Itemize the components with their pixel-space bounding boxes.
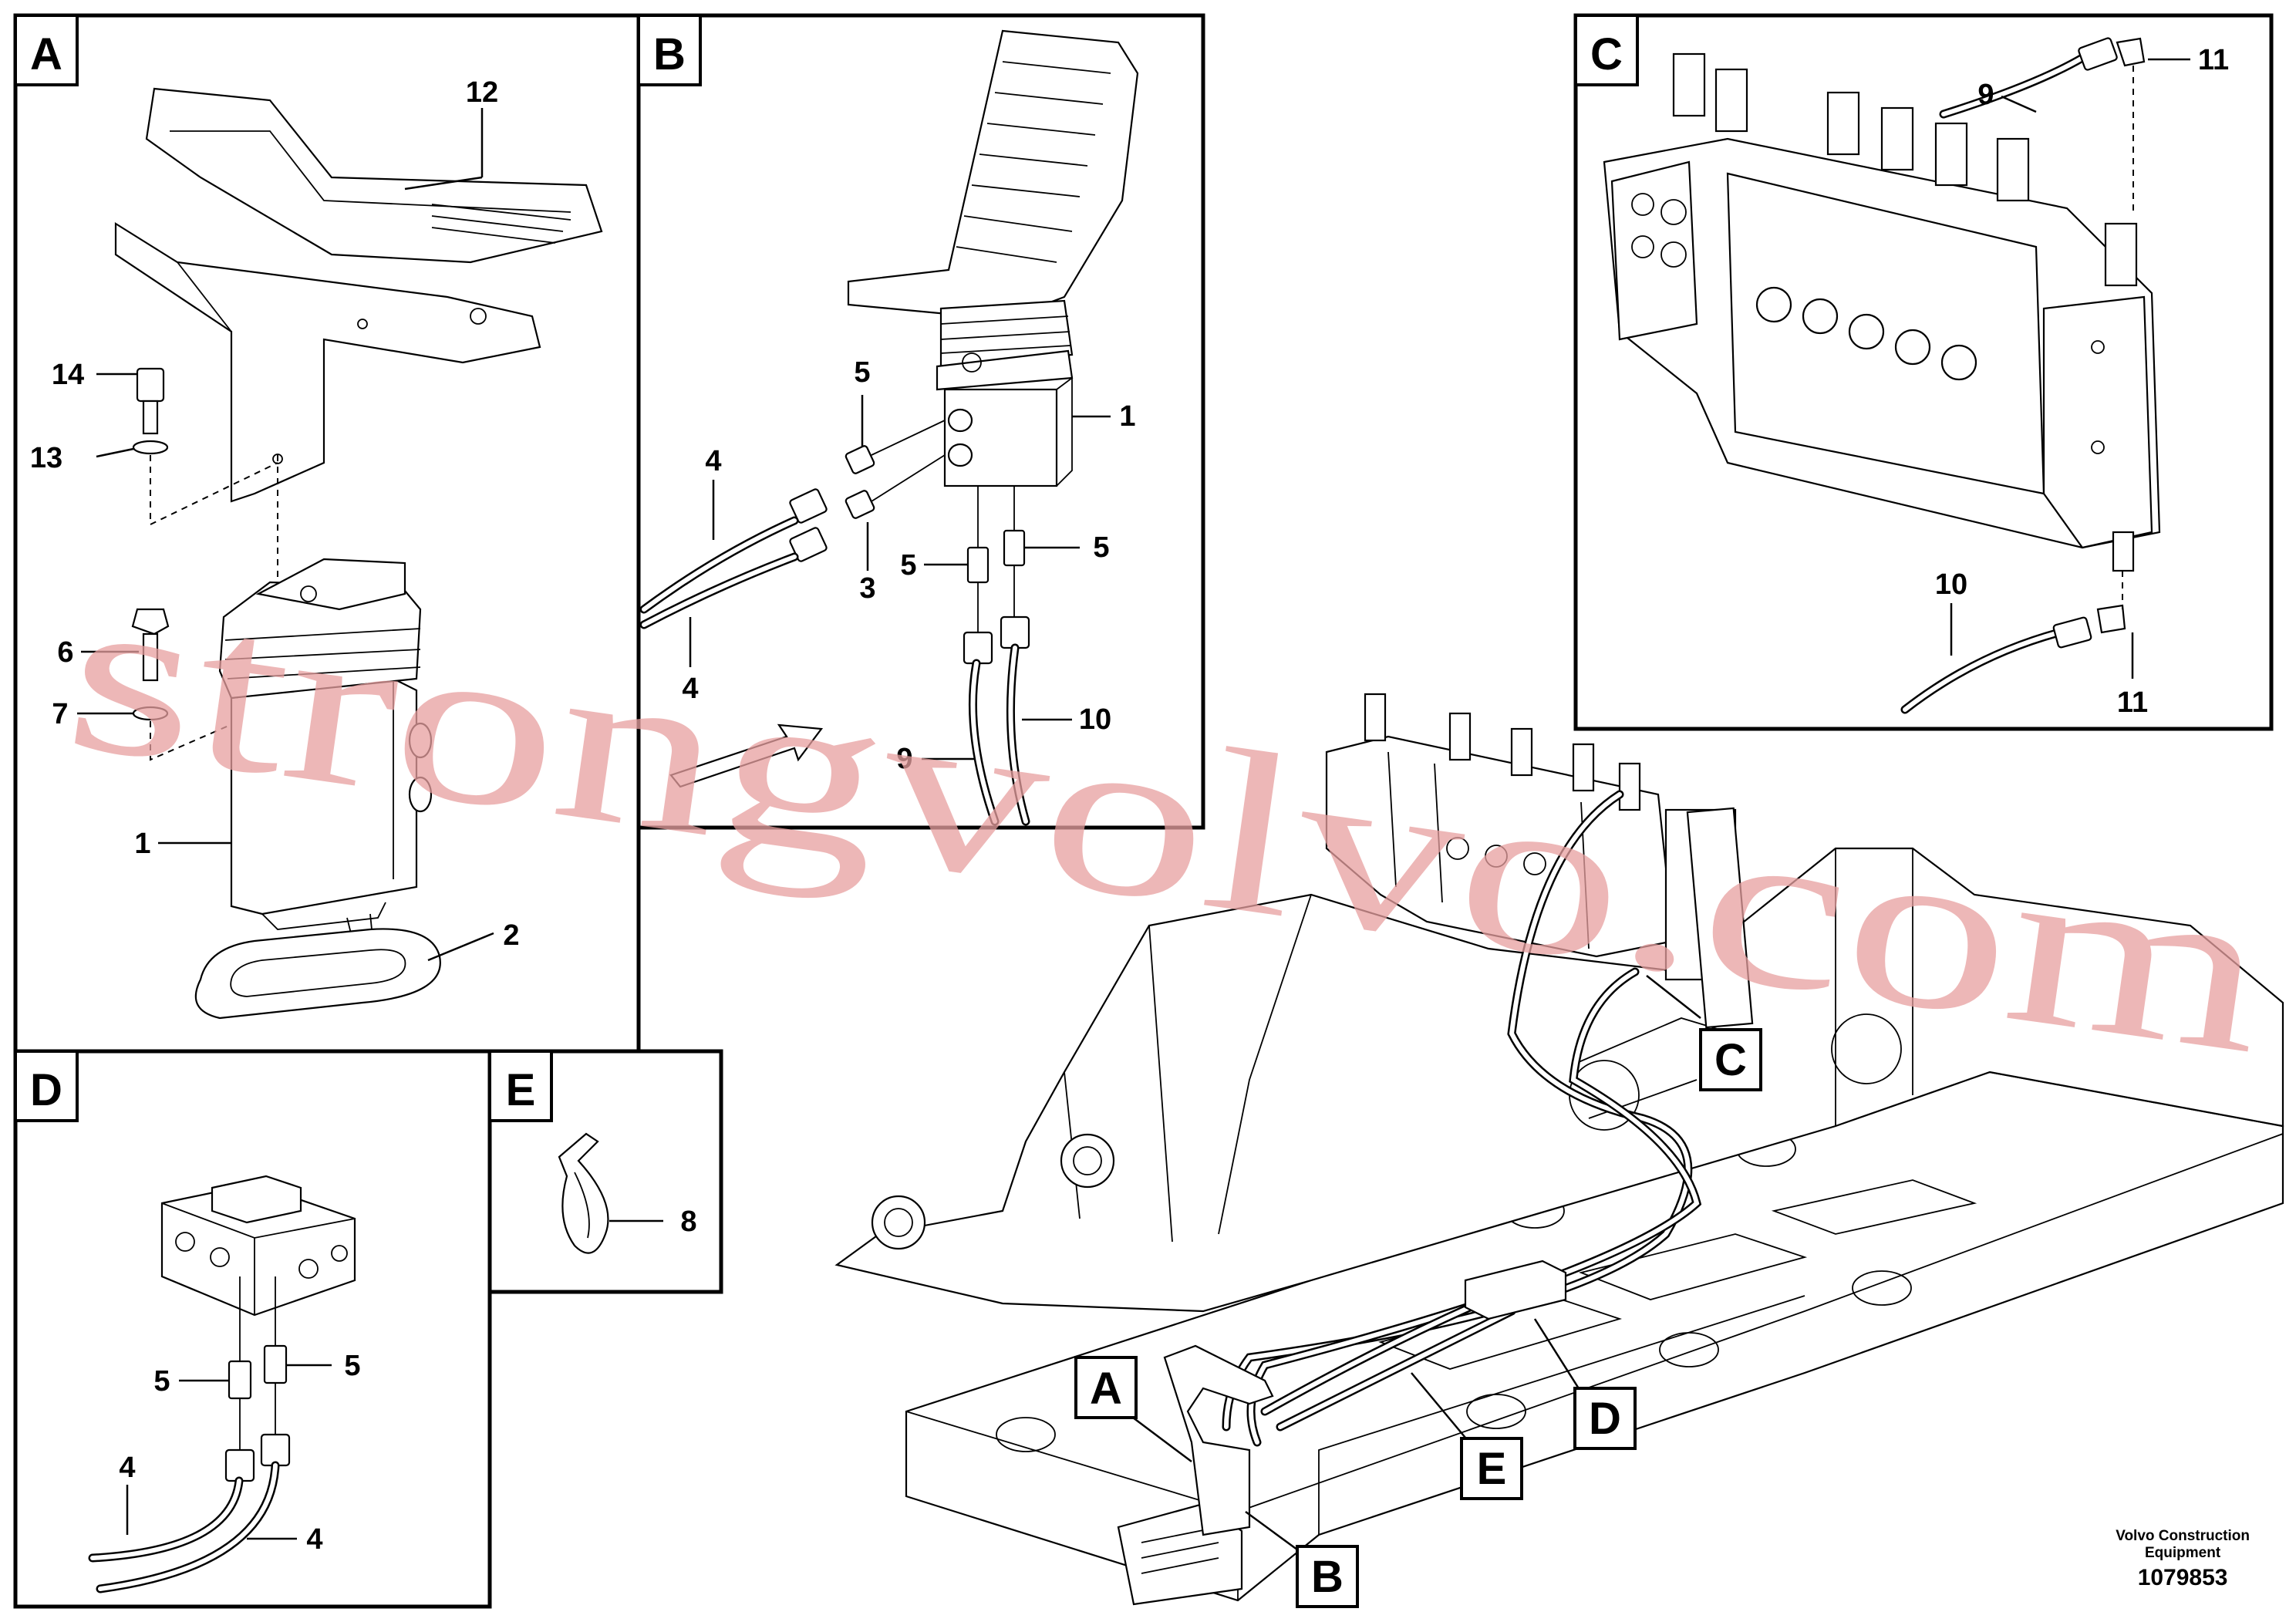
callout-a-14: 14	[52, 359, 84, 391]
panel-b: B	[636, 13, 1205, 830]
svg-text:B: B	[1311, 1552, 1344, 1602]
hose-9-c	[1939, 37, 2146, 216]
svg-text:A: A	[1090, 1364, 1122, 1414]
callout-b-5-right: 5	[1093, 531, 1109, 564]
callout-a-6: 6	[57, 636, 73, 669]
document-number: 1079853	[2137, 1565, 2228, 1590]
fittings-b	[789, 420, 1030, 665]
callout-a-1: 1	[134, 828, 150, 860]
callout-b-10: 10	[1079, 703, 1111, 736]
hose-10-c	[1900, 571, 2126, 714]
manifold-block-d	[160, 1175, 356, 1482]
callout-d-4-top: 4	[119, 1452, 135, 1484]
callout-c-9: 9	[1977, 79, 1994, 111]
callout-b-5-left: 5	[900, 549, 916, 582]
panel-c-letter: C	[1590, 29, 1623, 79]
callout-b-9: 9	[896, 743, 912, 775]
hoses-d	[88, 1461, 280, 1593]
direction-arrow	[669, 723, 824, 788]
brand-line-1: Volvo Construction	[2116, 1528, 2250, 1544]
pedal-b	[847, 29, 1139, 487]
hoses-b	[639, 516, 1030, 826]
panel-b-letter: B	[653, 29, 686, 79]
overview-tag-c: C	[1646, 975, 1762, 1091]
callout-c-11-top: 11	[2198, 44, 2229, 76]
gasket	[194, 928, 441, 1020]
callout-d-5-right: 5	[344, 1350, 360, 1382]
footer: Volvo Construction Equipment 1079853	[2116, 1528, 2250, 1591]
overview-tag-a: A	[1074, 1356, 1192, 1462]
svg-text:D: D	[1589, 1394, 1621, 1444]
callout-a-7: 7	[52, 698, 68, 730]
bolt-14	[132, 367, 278, 526]
panel-e-letter: E	[506, 1065, 536, 1115]
callout-b-5-top: 5	[854, 356, 870, 389]
panel-d-letter: D	[30, 1065, 62, 1115]
callout-b-3: 3	[859, 572, 875, 605]
bolt-6	[131, 608, 240, 761]
overview-tag-b: B	[1245, 1510, 1359, 1608]
callout-c-11-bottom: 11	[2117, 686, 2148, 719]
overview-tag-e: E	[1411, 1372, 1523, 1500]
callout-d-4-bottom: 4	[306, 1523, 322, 1556]
panel-a: A	[13, 13, 641, 1054]
svg-text:E: E	[1477, 1444, 1507, 1494]
overview-tag-d: D	[1533, 1318, 1637, 1450]
callout-a-12: 12	[466, 76, 498, 109]
pedal-valve	[218, 558, 433, 934]
control-valve	[1603, 52, 2161, 572]
cable-tie	[558, 1132, 609, 1254]
callout-b-1: 1	[1119, 400, 1135, 433]
callout-b-4-bottom: 4	[682, 673, 698, 705]
callout-b-4-top: 4	[705, 445, 721, 477]
callout-c-10: 10	[1935, 568, 1967, 601]
panel-c: C	[1573, 13, 2274, 731]
machine-overview	[834, 693, 2284, 1606]
panel-e: E 8	[487, 1049, 723, 1294]
callout-a-2: 2	[503, 919, 519, 952]
callout-e-8: 8	[680, 1206, 696, 1238]
brand-line-2: Equipment	[2145, 1545, 2221, 1561]
panel-d: D 5 5 4 4	[13, 1049, 492, 1609]
callout-a-13: 13	[30, 442, 62, 474]
foot-pedal	[114, 87, 603, 503]
callout-d-5-left: 5	[153, 1365, 170, 1398]
svg-text:C: C	[1714, 1035, 1747, 1085]
panel-a-letter: A	[30, 29, 62, 79]
